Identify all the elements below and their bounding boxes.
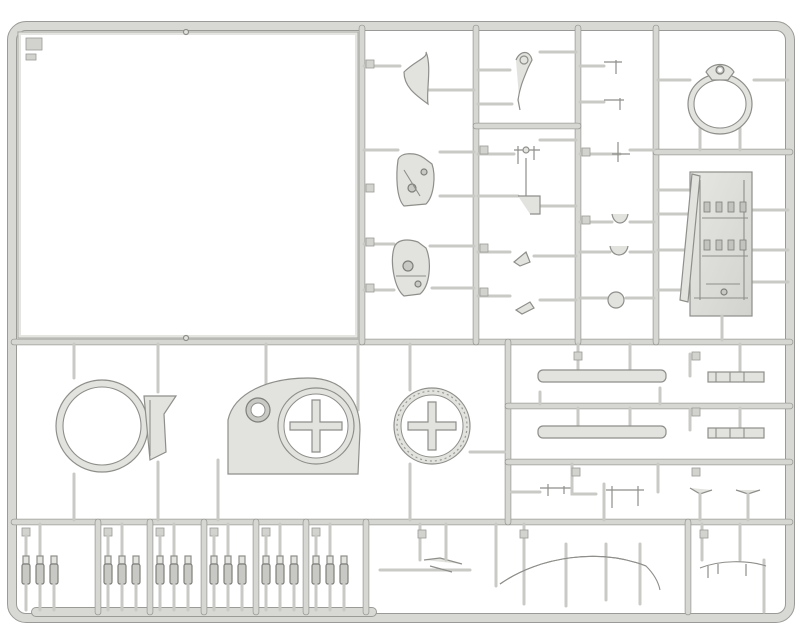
shock-absorber-part bbox=[237, 555, 247, 612]
shock-absorber-part bbox=[35, 555, 45, 612]
column-2-parts bbox=[476, 50, 578, 315]
shock-absorber-part bbox=[49, 555, 59, 612]
shock-absorber-part bbox=[183, 555, 193, 612]
shock-absorber-part bbox=[325, 555, 335, 612]
rod-parts bbox=[510, 342, 765, 522]
shock-absorber-group bbox=[103, 522, 141, 612]
engine-deck-part bbox=[656, 171, 790, 342]
shock-absorber-part bbox=[339, 555, 349, 612]
column-3-parts bbox=[578, 60, 656, 309]
shock-absorber-part bbox=[261, 555, 271, 612]
shock-absorber-part bbox=[169, 555, 179, 612]
shock-absorber-part bbox=[103, 555, 113, 612]
cupola-ring-part bbox=[55, 342, 178, 522]
mantlet-plate-part bbox=[216, 342, 361, 522]
shock-absorber-group bbox=[209, 522, 247, 612]
shock-absorber-group bbox=[155, 522, 193, 612]
hatch-ring-part bbox=[687, 63, 753, 135]
shock-absorber-part bbox=[311, 555, 321, 612]
sprue-runners bbox=[10, 24, 794, 616]
bottom-row-parts bbox=[21, 522, 349, 612]
shock-absorber-part bbox=[223, 555, 233, 612]
shock-absorber-part bbox=[117, 555, 127, 612]
bracket-part-2 bbox=[391, 239, 430, 297]
shock-absorber-group bbox=[311, 522, 349, 612]
column-1-parts bbox=[362, 51, 476, 297]
bottom-right-parts bbox=[378, 522, 767, 614]
shock-absorber-part bbox=[289, 555, 299, 612]
shock-absorber-part bbox=[209, 555, 219, 612]
column-4-parts bbox=[656, 63, 790, 342]
shock-absorber-part bbox=[131, 555, 141, 612]
shock-absorber-part bbox=[155, 555, 165, 612]
shock-absorber-group bbox=[21, 522, 59, 612]
shock-absorber-group bbox=[261, 522, 299, 612]
bracket-part-1 bbox=[396, 153, 435, 207]
hatch-ring-part-2 bbox=[393, 342, 506, 522]
shock-absorber-part bbox=[21, 555, 31, 612]
shock-absorber-part bbox=[275, 555, 285, 612]
crescent-part bbox=[403, 51, 430, 106]
small-disc-part bbox=[607, 291, 625, 309]
flat-panel-part bbox=[17, 28, 359, 342]
